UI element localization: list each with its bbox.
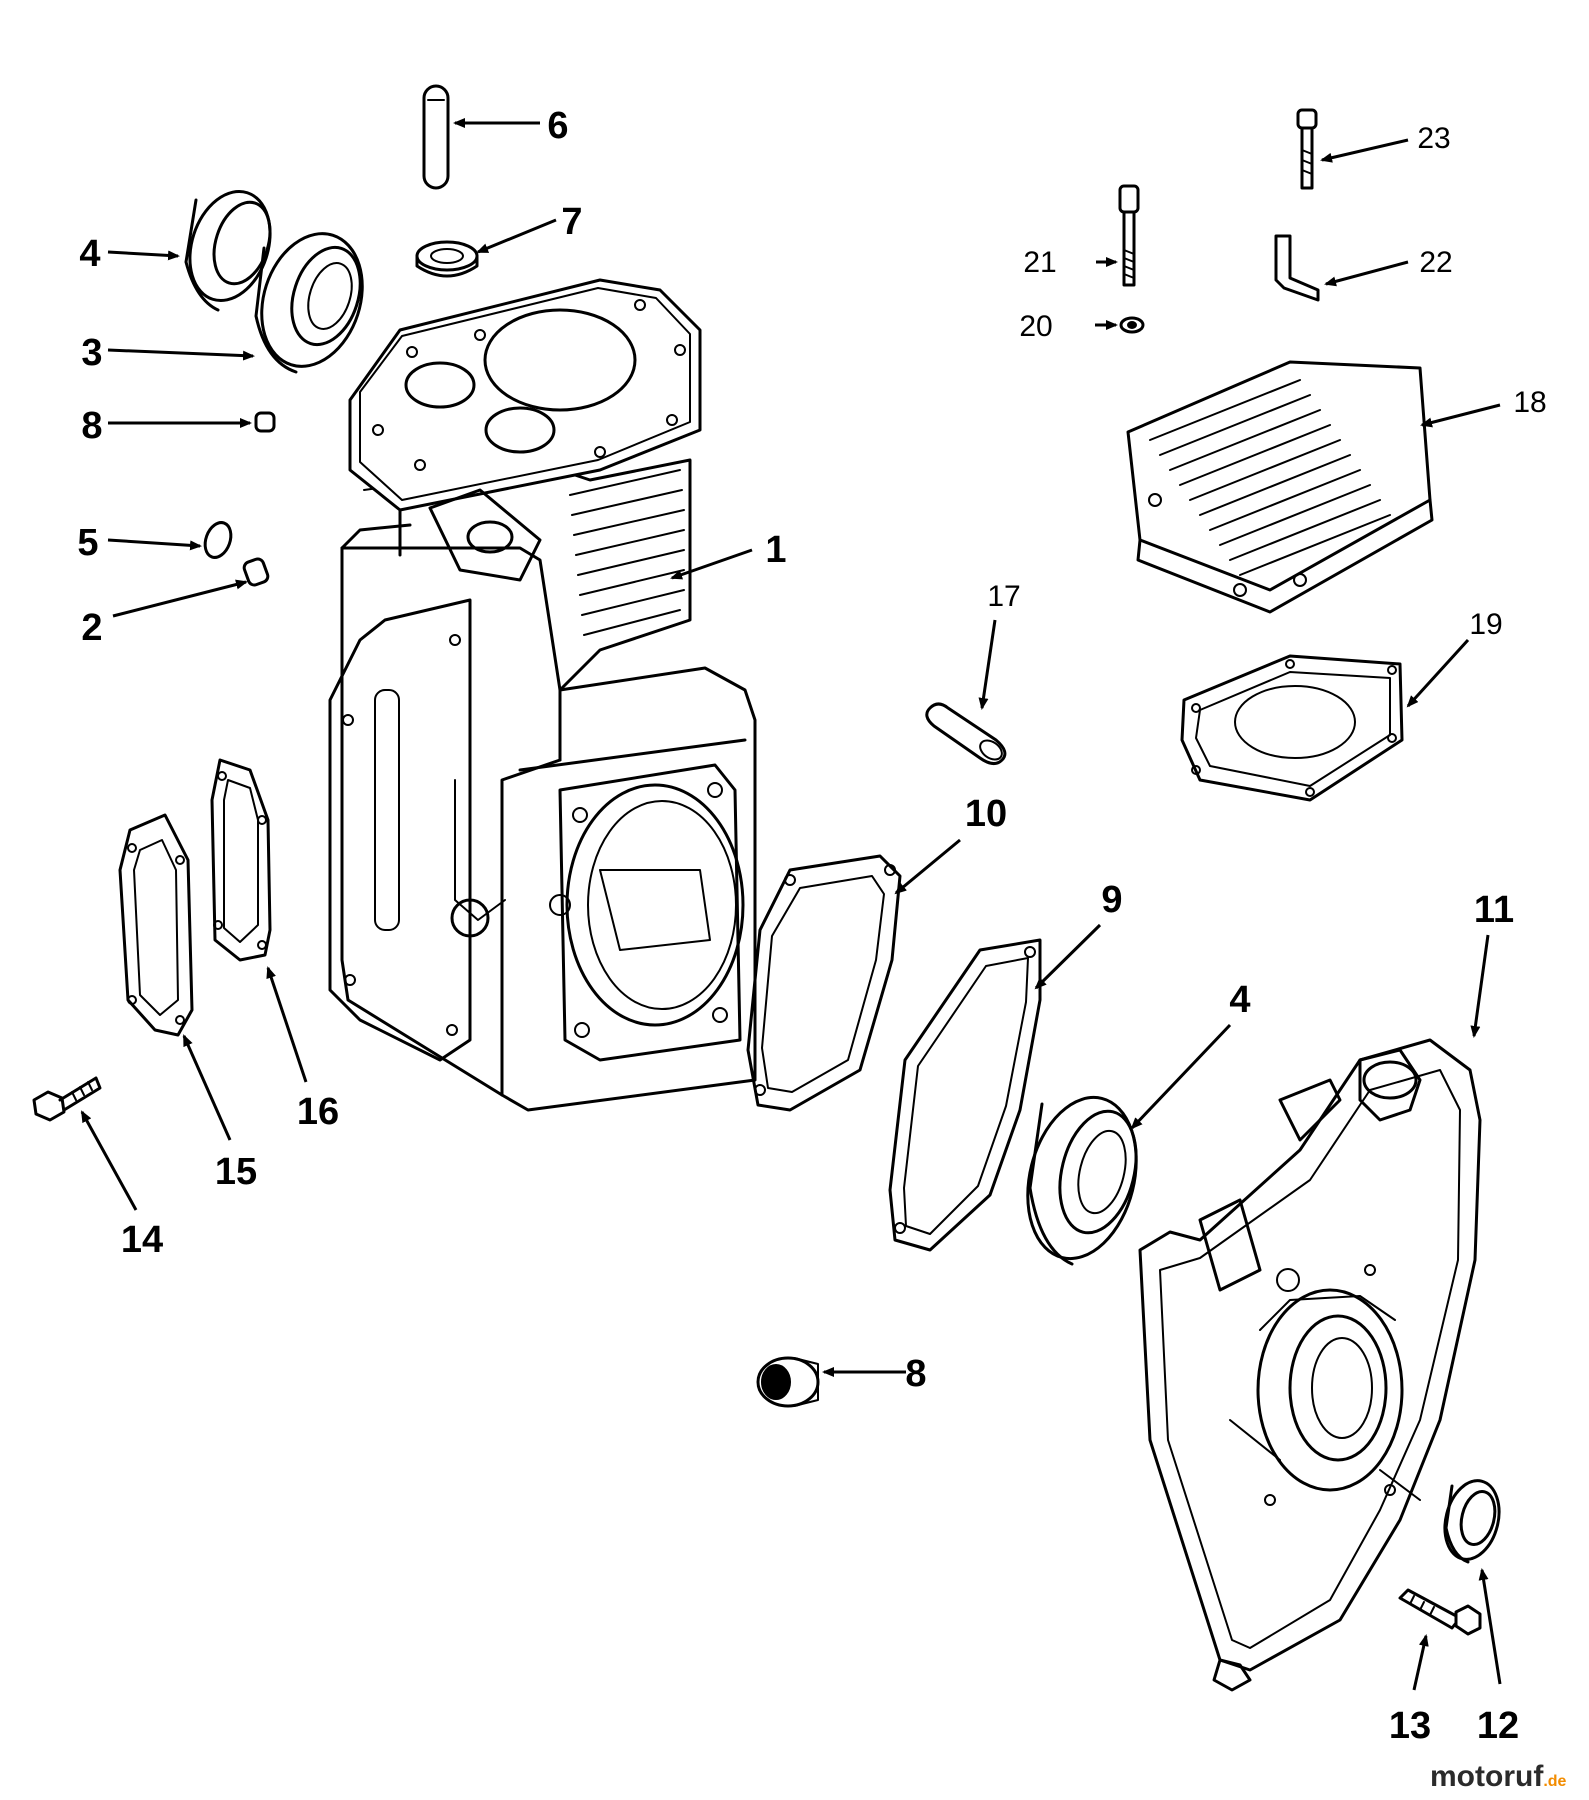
watermark-suffix: .de — [1543, 1773, 1566, 1790]
part-ring — [203, 521, 233, 559]
leader-12 — [1478, 1568, 1502, 1685]
callout-20: 20 — [1019, 310, 1052, 343]
callout-13: 13 — [1389, 1705, 1431, 1747]
part-needle-bearing — [756, 1356, 820, 1408]
callout-4-lower: 4 — [1229, 979, 1250, 1021]
callout-8-lower: 8 — [905, 1353, 926, 1395]
part-piston-pin — [925, 702, 1007, 765]
leader-2 — [112, 579, 248, 618]
callout-6: 6 — [547, 105, 568, 147]
leader-11 — [1470, 934, 1490, 1038]
part-hex-bolt-left — [32, 1076, 102, 1122]
part-screw — [1296, 108, 1318, 190]
leader-22 — [1324, 260, 1409, 287]
leader-9 — [1034, 923, 1102, 990]
leader-4b — [1130, 1023, 1232, 1130]
part-cover-plate — [118, 813, 194, 1037]
callout-9: 9 — [1101, 879, 1122, 921]
callout-15: 15 — [215, 1151, 257, 1193]
callout-10: 10 — [965, 793, 1007, 835]
leader-13 — [1412, 1634, 1429, 1691]
leader-19 — [1406, 638, 1470, 708]
callout-labels: 6 7 4 3 8 5 2 1 21 20 23 22 18 17 19 10 … — [77, 105, 1546, 1747]
callout-12: 12 — [1477, 1705, 1519, 1747]
part-dowel-pin — [422, 84, 450, 190]
part-oil-seal-top — [184, 189, 272, 312]
callout-1: 1 — [765, 529, 786, 571]
callout-17: 17 — [987, 580, 1020, 613]
callout-2: 2 — [81, 607, 102, 649]
callout-8-top: 8 — [81, 405, 102, 447]
part-head-gasket — [1180, 654, 1404, 802]
callout-23: 23 — [1417, 122, 1450, 155]
part-plug-small — [254, 411, 276, 433]
part-oil-seal-lower — [1443, 1479, 1501, 1564]
callout-19: 19 — [1469, 608, 1502, 641]
part-gasket-10 — [746, 854, 902, 1112]
part-head-bolt — [1118, 184, 1140, 287]
callout-3: 3 — [81, 332, 102, 374]
leader-14 — [80, 1110, 138, 1211]
callout-18: 18 — [1513, 386, 1546, 419]
part-hex-bolt-lower — [1398, 1588, 1482, 1636]
callout-5: 5 — [77, 522, 98, 564]
leader-7 — [476, 218, 557, 254]
callout-22: 22 — [1419, 246, 1452, 279]
callout-14: 14 — [121, 1219, 163, 1261]
part-closure-plate — [1138, 1038, 1482, 1692]
leader-23 — [1320, 138, 1409, 163]
leader-10 — [894, 838, 961, 895]
part-bushing — [415, 240, 479, 278]
watermark-brand-text: motoruf — [1430, 1760, 1544, 1793]
leader-17 — [978, 619, 997, 710]
leader-1 — [670, 548, 753, 580]
part-ball-bearing-lower — [1026, 1095, 1138, 1266]
part-ball-bearing-top — [254, 232, 364, 374]
leader-18 — [1420, 403, 1501, 428]
leader-3 — [107, 348, 255, 361]
leader-15 — [182, 1034, 232, 1141]
leader-arrows — [80, 118, 1502, 1691]
callout-11: 11 — [1474, 889, 1514, 931]
leader-5 — [107, 538, 202, 551]
leader-16 — [266, 966, 308, 1083]
part-washer — [1119, 316, 1145, 334]
part-bracket — [1274, 234, 1320, 302]
callout-16: 16 — [297, 1091, 339, 1133]
part-cylinder-block — [328, 278, 757, 1112]
watermark: motoruf.de — [1430, 1760, 1567, 1793]
watermark-brand: motoruf.de — [1430, 1760, 1567, 1793]
head-fins — [1149, 379, 1391, 576]
callout-21: 21 — [1023, 246, 1056, 279]
part-small-pin — [242, 557, 270, 587]
callout-7: 7 — [561, 201, 582, 243]
part-gasket-9 — [888, 938, 1042, 1252]
leader-4a — [107, 250, 180, 261]
part-cylinder-head — [1126, 360, 1434, 614]
part-gasket-side — [210, 758, 272, 962]
callout-4-top: 4 — [79, 233, 100, 275]
